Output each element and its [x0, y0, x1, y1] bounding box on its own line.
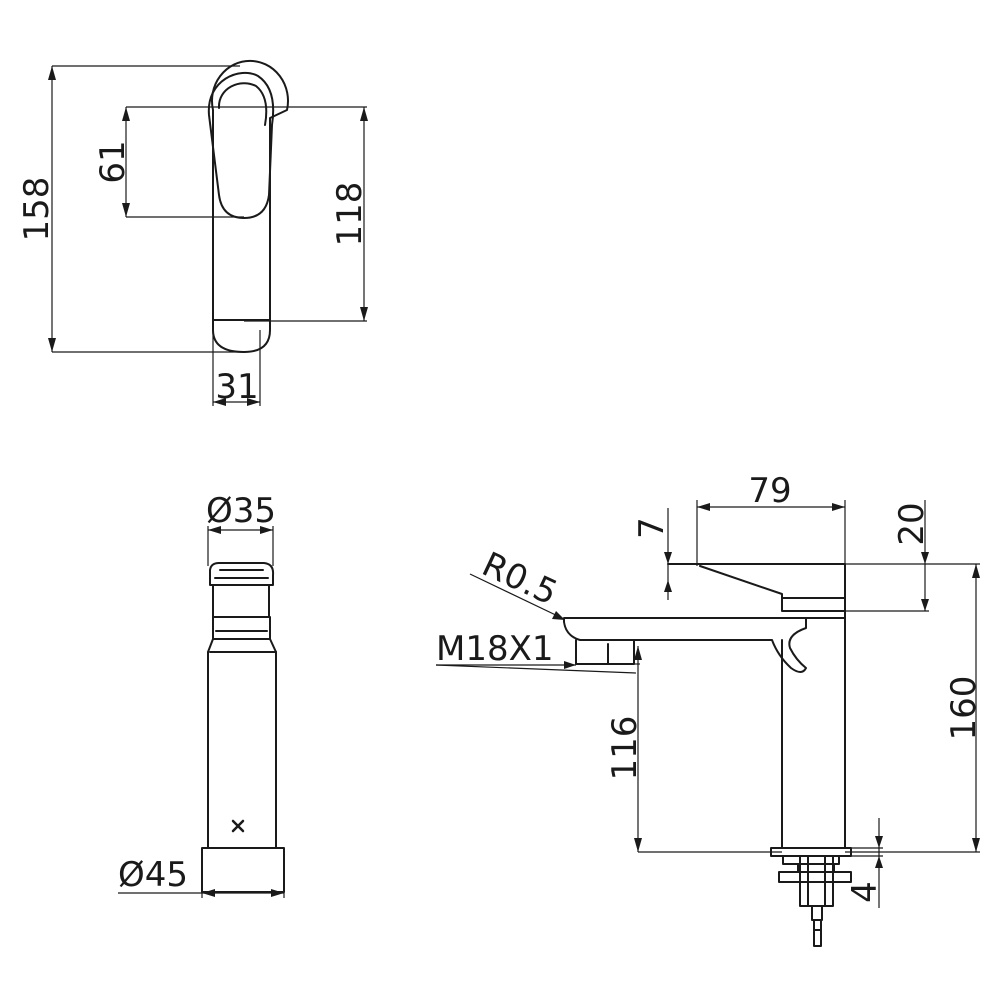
- dim-thread: M18X1: [435, 629, 637, 674]
- dim-handle-height-label: 20: [892, 502, 932, 545]
- dim-base-diameter: Ø45: [118, 855, 285, 898]
- dim-overall-length: 158: [17, 65, 244, 353]
- dim-spout-reach: 79: [696, 471, 846, 566]
- front-view-spout-junction: [207, 638, 277, 671]
- dim-base-gasket-label: 4: [845, 881, 885, 903]
- dim-edge-radius-label: R0.5: [476, 544, 563, 613]
- front-view-base: [201, 847, 285, 893]
- side-view: 79 7 20 160: [435, 471, 984, 947]
- side-view-hose: [811, 905, 823, 947]
- dim-width: 31: [212, 330, 261, 407]
- dim-lever-length-label: 61: [93, 140, 133, 183]
- dim-overall-height-label: 160: [944, 676, 984, 741]
- side-view-nut: [799, 855, 834, 907]
- dim-handle-offset: 7: [632, 508, 672, 600]
- front-view-handle: [209, 562, 275, 586]
- dim-handle-height: 20: [845, 500, 932, 612]
- side-view-spout: [563, 617, 807, 673]
- dim-spout-height-label: 116: [605, 716, 645, 781]
- side-view-handle: [667, 563, 846, 612]
- side-view-washer: [778, 871, 852, 883]
- side-view-aerator: [575, 639, 635, 665]
- dim-spout-height: 116: [605, 646, 782, 853]
- side-view-shank: [797, 863, 835, 873]
- dim-handle-offset-label: 7: [632, 517, 672, 539]
- dim-base-gasket: 4: [845, 818, 885, 908]
- dim-body-length: 118: [244, 106, 370, 322]
- dim-thread-label: M18X1: [436, 629, 554, 669]
- dim-overall-length-label: 158: [17, 177, 57, 242]
- top-view: 158 61 118 31: [17, 59, 370, 407]
- logo-icon: [231, 819, 245, 833]
- top-view-lever-inner: [217, 82, 268, 126]
- side-view-base-plate: [770, 847, 852, 857]
- dim-base-diameter-label: Ø45: [118, 855, 188, 895]
- front-view-collar: [212, 616, 271, 640]
- top-view-lever: [207, 71, 275, 219]
- dim-body-length-label: 118: [330, 182, 370, 247]
- dim-head-diameter: Ø35: [206, 491, 276, 566]
- dim-edge-radius: R0.5: [469, 544, 565, 620]
- dim-width-label: 31: [215, 367, 258, 407]
- front-view: Ø35 Ø45: [118, 491, 285, 898]
- side-view-gasket: [782, 855, 840, 865]
- dim-head-diameter-label: Ø35: [206, 491, 276, 531]
- dim-overall-height: 160: [845, 563, 984, 853]
- dim-spout-reach-label: 79: [748, 471, 791, 511]
- dim-lever-length: 61: [93, 106, 270, 218]
